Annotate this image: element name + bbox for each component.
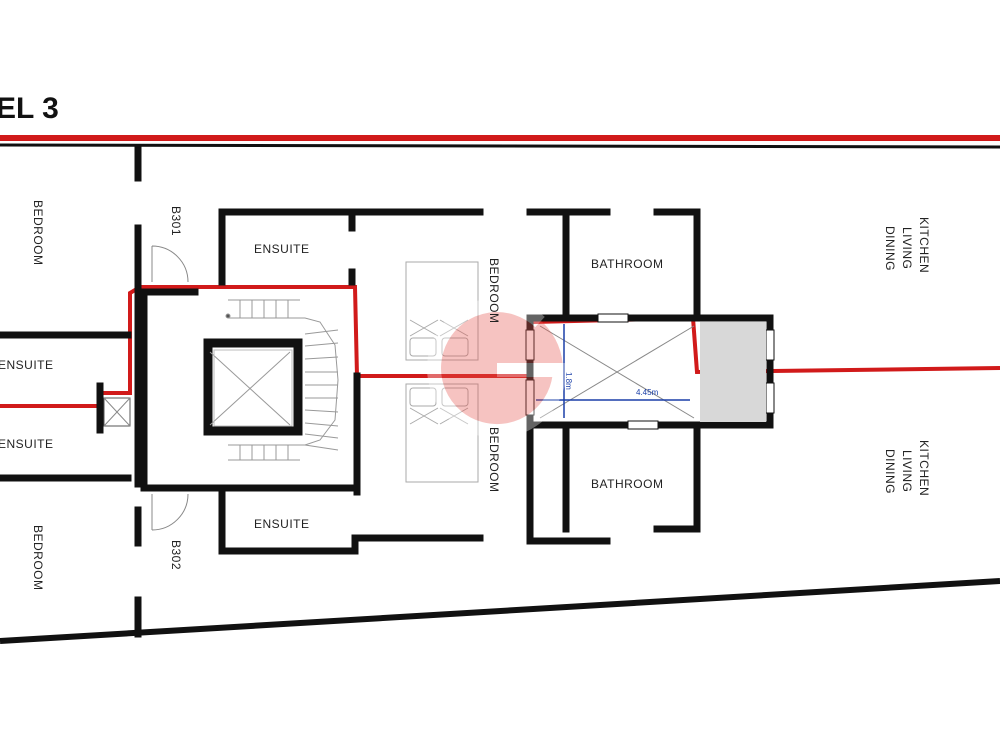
label-kitchen-bottom-2: LIVING (900, 450, 914, 492)
service-shaft (700, 322, 766, 422)
label-bathroom-top: BATHROOM (591, 257, 663, 271)
watermark-logo (427, 298, 568, 439)
dimension-width: 4.45m (636, 388, 659, 397)
label-bedroom-left-bottom: BEDROOM (31, 525, 45, 591)
label-kitchen-bottom-1: KITCHEN (917, 440, 931, 496)
dimension-height: 1.8m (564, 372, 573, 390)
doors (103, 245, 189, 531)
label-bedroom-left-top: BEDROOM (31, 200, 45, 266)
label-kitchen-bottom-3: DINING (883, 449, 897, 494)
void-cross (539, 325, 695, 419)
staircase (209, 299, 339, 461)
window-openings (525, 313, 775, 430)
wardrobes (405, 261, 479, 483)
label-ensuite-top: ENSUITE (254, 242, 310, 256)
level-title: EL 3 (0, 92, 59, 125)
interior-walls (0, 145, 774, 638)
label-kitchen-top-3: DINING (883, 226, 897, 271)
label-unit-b302: B302 (169, 540, 183, 570)
label-ensuite-bottom: ENSUITE (254, 517, 310, 531)
label-bedroom-mid-top: BEDROOM (487, 258, 501, 324)
label-bathroom-bottom: BATHROOM (591, 477, 663, 491)
label-kitchen-top-2: LIVING (900, 227, 914, 269)
room-labels: BEDROOM BEDROOM ENSUITE ENSUITE B301 B30… (0, 200, 931, 591)
label-kitchen-top-1: KITCHEN (917, 217, 931, 273)
label-ensuite-left-top: ENSUITE (0, 358, 54, 372)
outer-walls (0, 143, 1000, 644)
label-unit-b301: B301 (169, 206, 183, 236)
label-bedroom-mid-bottom: BEDROOM (487, 427, 501, 493)
dimension-lines (536, 324, 690, 418)
label-ensuite-left-bottom: ENSUITE (0, 437, 54, 451)
